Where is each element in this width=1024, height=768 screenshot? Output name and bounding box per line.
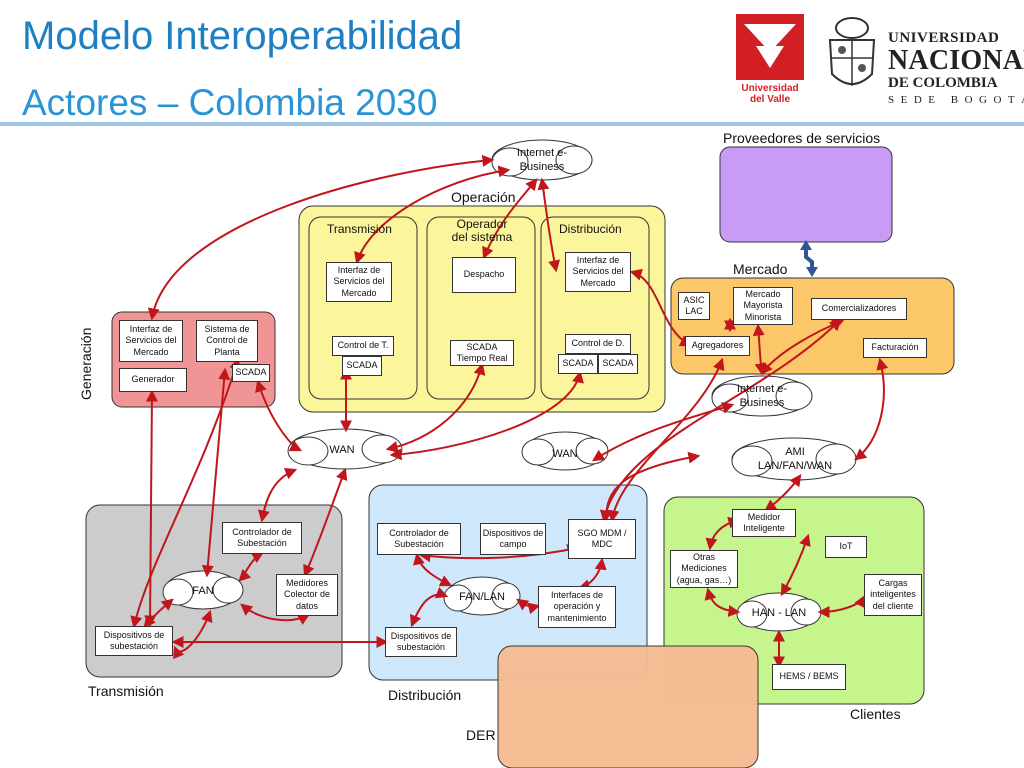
op-t-interfaz-box[interactable]: Interfaz de Servicios del Mercado: [326, 262, 392, 302]
m-facturacion-box[interactable]: Facturación: [863, 338, 927, 358]
page-title: Modelo Interoperabilidad: [22, 14, 463, 58]
gen-control-box[interactable]: Sistema de Control de Planta: [196, 320, 258, 362]
page-subtitle: Actores – Colombia 2030: [22, 82, 438, 123]
op-d-interfaz-box[interactable]: Interfaz de Servicios del Mercado: [565, 252, 631, 292]
cloud-fan-label: FAN: [192, 585, 214, 597]
d-controlador-box[interactable]: Controlador de Subestación: [377, 523, 461, 555]
c-cargas-box[interactable]: Cargas inteligentes del cliente: [864, 574, 922, 616]
c-medidor-box[interactable]: Medidor Inteligente: [732, 509, 796, 537]
d-dispositivos-box[interactable]: Dispositivos de subestación: [385, 627, 457, 657]
cloud-fan-lan-label: FAN/LAN: [459, 591, 505, 603]
label-operacion: Operación: [451, 189, 516, 205]
d-interfaces-box[interactable]: Interfaces de operación y mantenimiento: [538, 586, 616, 628]
cloud-han-lan: [736, 592, 822, 632]
op-scada-rt-box[interactable]: SCADA Tiempo Real: [450, 340, 514, 366]
gen-scada-box[interactable]: SCADA: [232, 364, 270, 382]
cloud-ami-label: AMI LAN/FAN/WAN: [757, 446, 833, 473]
m-agregadores-box[interactable]: Agregadores: [685, 336, 750, 356]
op-d-control-box[interactable]: Control de D.: [565, 334, 631, 354]
unal-line4: SEDE BOGOTÁ: [888, 94, 1024, 106]
gen-interfaz-box[interactable]: Interfaz de Servicios del Mercado: [119, 320, 183, 362]
c-otras-box[interactable]: Otras Mediciones (agua, gas…): [670, 550, 738, 588]
cloud-internet-top-label: Internet e-Business: [516, 147, 568, 174]
op-d-scada2-box[interactable]: SCADA: [598, 354, 638, 374]
label-der: DER: [466, 727, 496, 743]
m-asic-box[interactable]: ASIC LAC: [678, 292, 710, 320]
label-mercado: Mercado: [733, 261, 788, 277]
label-generacion: Generación: [78, 327, 94, 400]
op-despacho-box[interactable]: Despacho: [452, 257, 516, 293]
c-iot-box[interactable]: IoT: [825, 536, 867, 558]
cloud-internet-mid-label: Internet e-Business: [736, 383, 788, 410]
unal-wordmark: UNIVERSIDAD NACIONAL DE COLOMBIA SEDE BO…: [888, 30, 1024, 106]
cloud-internet-top: [491, 139, 593, 181]
op-t-control-box[interactable]: Control de T.: [332, 336, 394, 356]
unal-crest-logo: [828, 17, 876, 86]
op-d-scada1-box[interactable]: SCADA: [558, 354, 598, 374]
svg-text:Universidad: Universidad: [741, 83, 798, 94]
region-proveedores: [719, 146, 893, 243]
d-sgo-box[interactable]: SGO MDM / MDC: [568, 519, 636, 559]
cloud-wan-right-label: WAN: [552, 448, 578, 460]
m-comercializadores-box[interactable]: Comercializadores: [811, 298, 907, 320]
cloud-han-lan-label: HAN - LAN: [751, 607, 807, 619]
d-campo-box[interactable]: Dispositivos de campo: [480, 523, 546, 555]
svg-text:del Valle: del Valle: [750, 94, 790, 104]
label-clientes: Clientes: [850, 706, 901, 722]
unal-line2: NACIONAL: [888, 45, 1024, 76]
label-distribucion: Distribución: [388, 687, 462, 703]
label-col-transmision: Transmisión: [327, 222, 392, 236]
gen-generador-box[interactable]: Generador: [119, 368, 187, 392]
label-proveedores: Proveedores de servicios: [723, 130, 881, 146]
op-t-scada-box[interactable]: SCADA: [342, 356, 382, 376]
connectors: [130, 154, 889, 669]
label-transmision: Transmisión: [88, 683, 164, 699]
m-mayorista-box[interactable]: Mercado Mayorista Minorista: [733, 287, 793, 325]
t-medidores-box[interactable]: Medidores Colector de datos: [276, 574, 338, 616]
region-der: [497, 645, 759, 768]
unal-line1: UNIVERSIDAD: [888, 30, 1000, 46]
t-dispositivos-box[interactable]: Dispositivos de subestación: [95, 626, 173, 656]
label-col-distribucion: Distribución: [559, 222, 622, 236]
univalle-logo: Universidad del Valle: [736, 14, 804, 104]
label-col-operador: Operador del sistema: [451, 217, 513, 245]
unal-line3: DE COLOMBIA: [888, 75, 998, 91]
link-proveedores-mercado: [800, 240, 818, 277]
c-hems-box[interactable]: HEMS / BEMS: [772, 664, 846, 690]
title-divider: [0, 122, 1024, 126]
region-mercado: [670, 277, 955, 375]
cloud-wan-left-label: WAN: [329, 444, 355, 456]
t-controlador-box[interactable]: Controlador de Subestación: [222, 522, 302, 554]
